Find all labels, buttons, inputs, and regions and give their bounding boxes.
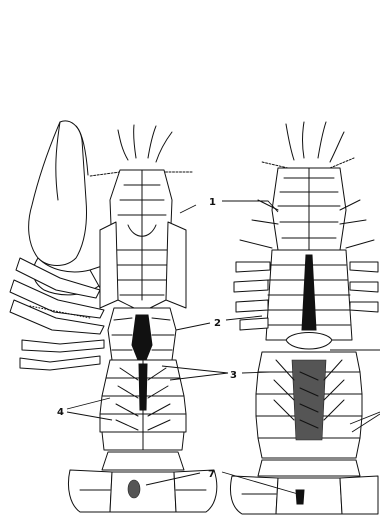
left-antennae [90,125,192,176]
callout-label-7: 7 [208,469,215,480]
left-sternum [108,308,176,360]
right-antennae [262,122,354,168]
callout-label-4: 4 [57,407,64,418]
right-tail-fan [230,460,378,514]
right-crayfish-drawing [230,122,378,514]
right-abdomen [256,352,362,458]
left-tail-fan [68,452,216,512]
callout-label-1: 1 [209,197,216,208]
left-crayfish-drawing [10,121,217,512]
left-cephalothorax [100,170,186,308]
callout-label-3: 3 [230,370,237,381]
right-mouthparts [240,168,374,250]
callout-label-2: 2 [214,318,221,329]
right-thorax [234,250,378,349]
left-abdomen [100,360,186,450]
